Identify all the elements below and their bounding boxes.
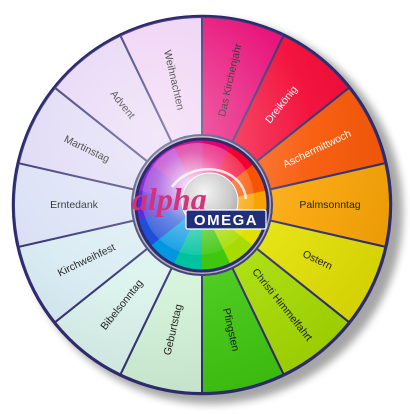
omega-text: OMEGA [194, 212, 258, 229]
center-hub [134, 137, 270, 273]
alpha-omega-logo: alpha OMEGA [132, 181, 267, 230]
hub-outline [134, 137, 270, 273]
wheel-outline [11, 14, 393, 396]
hub-swirl [170, 168, 248, 200]
omega-badge [185, 209, 267, 230]
